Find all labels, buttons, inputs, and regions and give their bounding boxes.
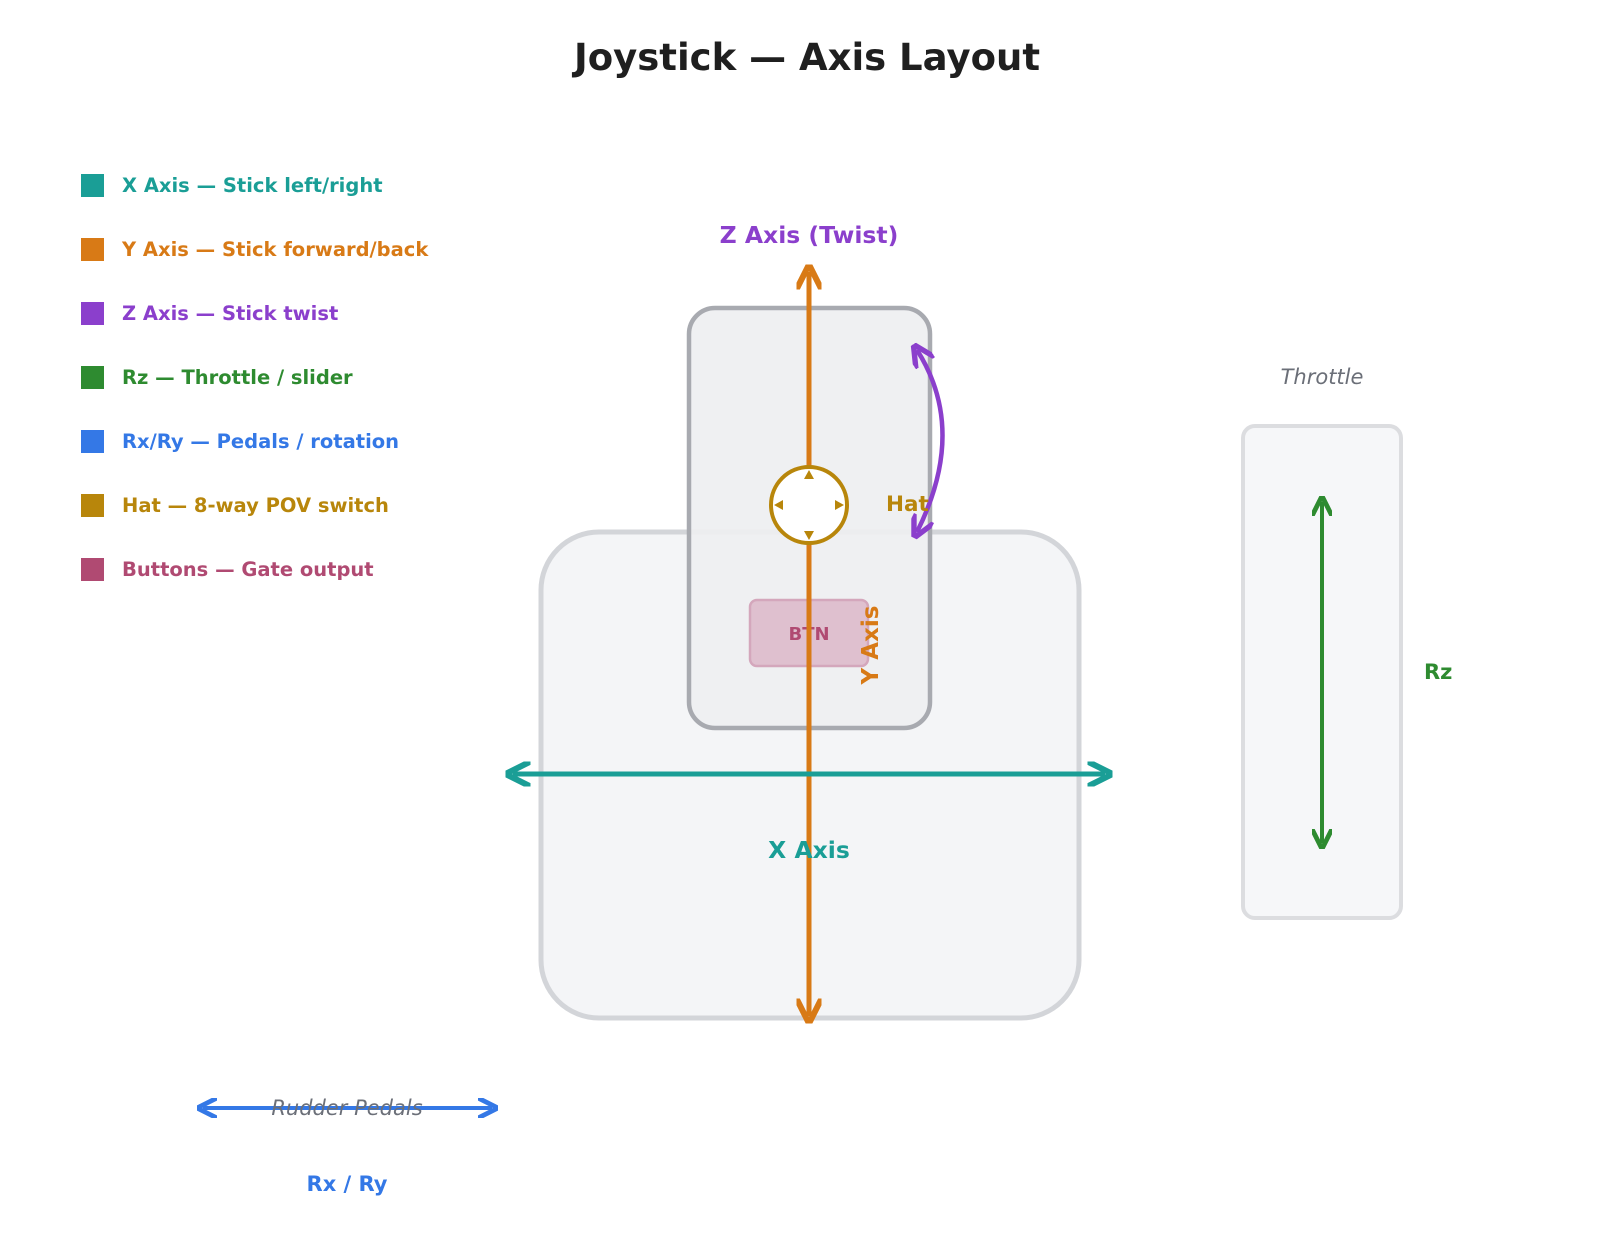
legend-swatch-rxry [81, 430, 104, 453]
legend-label: Hat — 8-way POV switch [122, 494, 389, 517]
legend-swatch-hat [81, 494, 104, 517]
legend: X Axis — Stick left/right Y Axis — Stick… [81, 174, 429, 581]
legend-label: Z Axis — Stick twist [122, 302, 338, 325]
legend-label: X Axis — Stick left/right [122, 174, 383, 197]
legend-item: Y Axis — Stick forward/back [81, 238, 429, 261]
legend-item: X Axis — Stick left/right [81, 174, 383, 197]
legend-label: Rx/Ry — Pedals / rotation [122, 430, 399, 453]
x-axis-label: X Axis [768, 836, 850, 864]
legend-label: Rz — Throttle / slider [122, 366, 353, 389]
legend-swatch-x [81, 174, 104, 197]
throttle-label: Throttle [1281, 365, 1364, 389]
legend-swatch-z [81, 302, 104, 325]
hat-right-icon [835, 500, 844, 510]
legend-label: Y Axis — Stick forward/back [121, 238, 429, 261]
legend-item: Z Axis — Stick twist [81, 302, 338, 325]
legend-item: Hat — 8-way POV switch [81, 494, 389, 517]
rx-ry-label: Rx / Ry [307, 1172, 388, 1196]
page-title: Joystick — Axis Layout [571, 36, 1040, 79]
hat-switch[interactable] [769, 465, 849, 545]
hat-down-icon [804, 531, 814, 540]
legend-item: Rx/Ry — Pedals / rotation [81, 430, 399, 453]
hat-label: Hat [886, 492, 929, 517]
hat-circle [769, 465, 849, 545]
rudder-pedals-label: Rudder Pedals [271, 1096, 422, 1120]
legend-item: Rz — Throttle / slider [81, 366, 353, 389]
rz-label: Rz [1424, 660, 1452, 684]
legend-item: Buttons — Gate output [81, 558, 374, 581]
z-axis-label: Z Axis (Twist) [720, 221, 899, 249]
z-axis-twist-arrow [917, 350, 945, 532]
legend-swatch-y [81, 238, 104, 261]
y-axis-label: Y Axis [858, 606, 884, 686]
legend-label: Buttons — Gate output [122, 558, 374, 581]
legend-swatch-buttons [81, 558, 104, 581]
legend-swatch-rz [81, 366, 104, 389]
hat-left-icon [774, 500, 783, 510]
hat-up-icon [804, 470, 814, 479]
